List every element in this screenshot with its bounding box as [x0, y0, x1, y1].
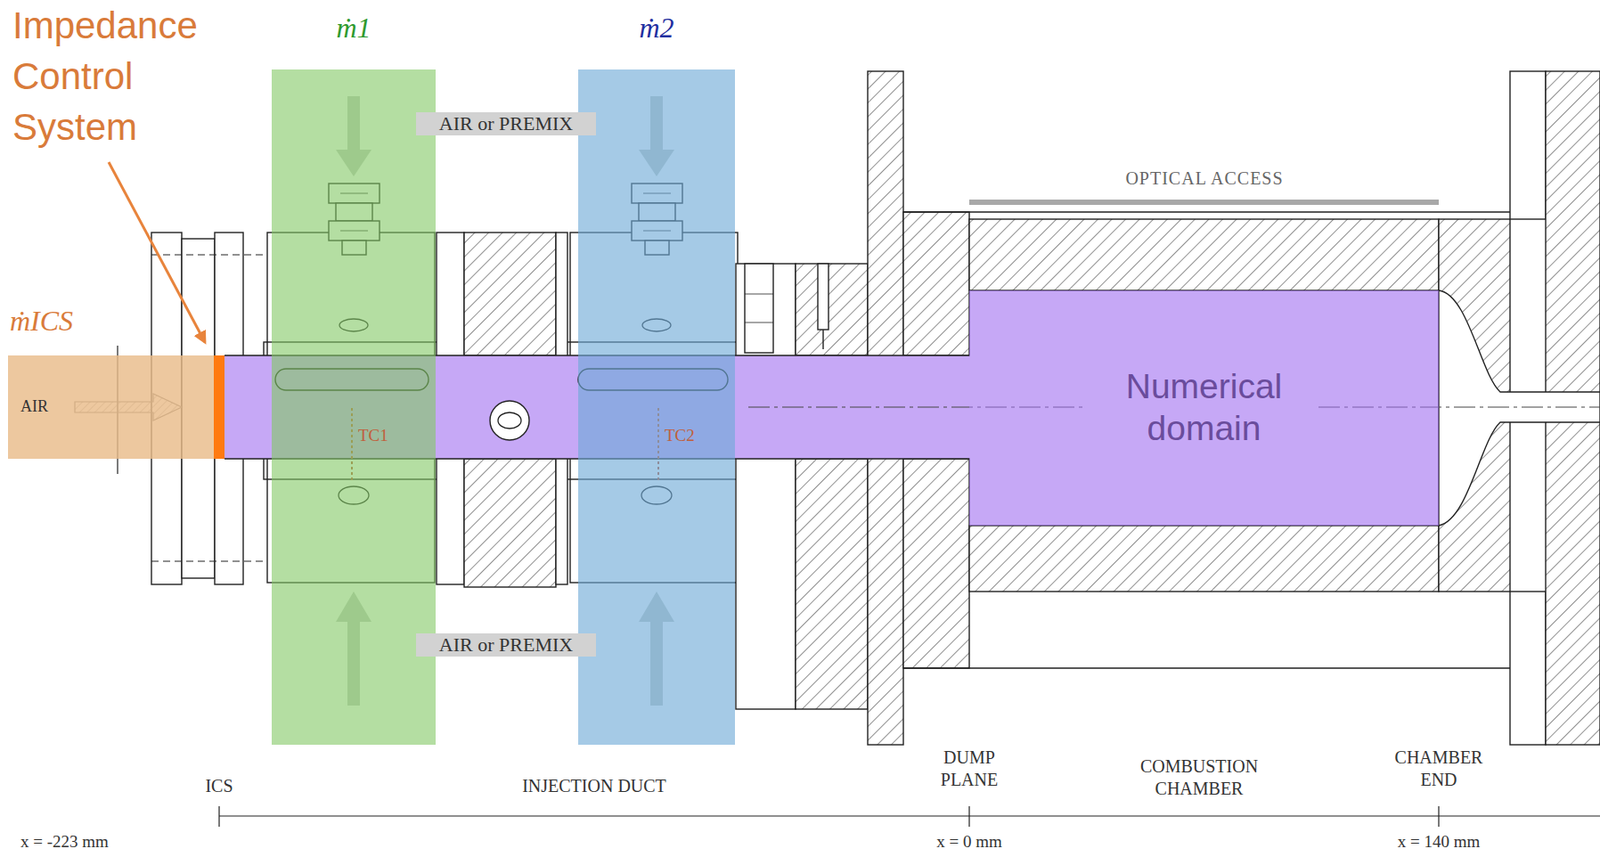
dimension-label: x = -223 mm — [20, 832, 109, 852]
injection-band: ṁ2 — [578, 69, 735, 745]
leader-arrow — [108, 162, 205, 343]
dimension-label: x = 140 mm — [1397, 832, 1481, 852]
domain-label: Numerical domain — [1102, 366, 1307, 450]
hatched-wall — [795, 263, 868, 356]
flange-plate — [1510, 71, 1546, 220]
dimension-label: x = 0 mm — [936, 832, 1003, 852]
thermocouple-label: TC1 — [358, 425, 389, 447]
flow-note: AIR or PREMIX — [416, 633, 596, 657]
thermocouple-label: TC2 — [664, 425, 695, 447]
mass-flow-symbol: ṁICS — [9, 303, 74, 338]
air-inlet: ṁICSAIR — [8, 355, 214, 459]
impedance-control-strip — [213, 355, 225, 459]
screw — [744, 263, 774, 353]
flow-label: AIR — [20, 397, 49, 417]
housing-outline — [903, 212, 1511, 669]
hatched-wall — [903, 212, 970, 356]
flange-plate — [1510, 591, 1546, 745]
region-label: OPTICAL ACCESS — [1125, 167, 1283, 189]
axis-line — [219, 815, 1600, 817]
axis-tick — [219, 806, 1439, 827]
hatched-wall — [464, 232, 556, 356]
probe-tip — [822, 329, 824, 350]
callout-label: Impedance Control System — [12, 0, 254, 153]
section-label: INJECTION DUCT — [522, 775, 667, 797]
screw-thread — [744, 293, 774, 323]
hatched-wall — [903, 458, 970, 669]
hatched-wall — [795, 458, 868, 710]
hatched-wall — [464, 458, 556, 588]
mass-flow-symbol: ṁ1 — [335, 10, 371, 45]
section-label: COMBUSTION CHAMBER — [1140, 755, 1258, 800]
nozzle-bore — [1438, 290, 1600, 526]
injection-band: ṁ1 — [271, 69, 436, 745]
numerical-domain: Numerical domain — [969, 290, 1439, 526]
mass-flow-symbol: ṁ2 — [638, 10, 674, 45]
section-label: ICS — [204, 775, 233, 797]
flow-note: AIR or PREMIX — [416, 112, 596, 136]
clamp-block — [735, 263, 796, 710]
side-port-inner — [497, 412, 522, 429]
optical-access-bar — [969, 199, 1439, 205]
side-port — [489, 400, 530, 441]
section-label: DUMP PLANE — [940, 746, 998, 792]
chamber-window — [969, 525, 1439, 592]
probe — [817, 263, 829, 330]
chamber-window — [969, 219, 1439, 291]
section-label: CHAMBER END — [1395, 746, 1484, 792]
